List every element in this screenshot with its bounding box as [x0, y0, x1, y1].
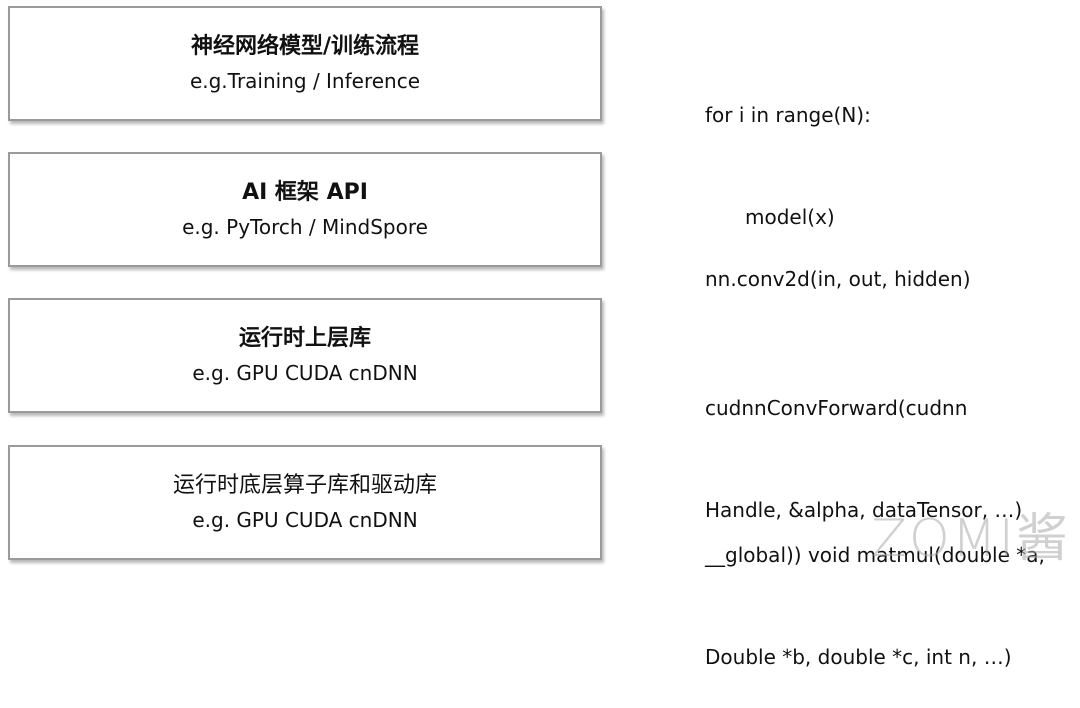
layer-subtitle: e.g. GPU CUDA cnDNN [192, 507, 418, 532]
layer-title: AI 框架 API [242, 179, 368, 205]
code-snippet-runtime-upper-library: cudnnConvForward(cudnn Handle, &alpha, d… [705, 323, 1022, 561]
code-snippet-ai-framework-api: nn.conv2d(in, out, hidden) [705, 194, 971, 330]
code-snippet-model-training: for i in range(N): model(x) [705, 30, 871, 268]
code-line: for i in range(N): [705, 103, 871, 127]
layer-subtitle: e.g. PyTorch / MindSpore [182, 214, 428, 239]
code-line: nn.conv2d(in, out, hidden) [705, 267, 971, 291]
layer-subtitle: e.g.Training / Inference [189, 68, 421, 93]
layer-box-ai-framework-api: AI 框架 API e.g. PyTorch / MindSpore [8, 152, 602, 267]
code-line: Double *b, double *c, int n, …) [705, 645, 1012, 669]
watermark-logo: ZOMI酱 [871, 509, 1070, 569]
code-line: Handle, &alpha, dataTensor, …) [705, 498, 1023, 522]
code-line: __global)) void matmul(double *a, [705, 543, 1045, 567]
layer-box-runtime-upper-library: 运行时上层库 e.g. GPU CUDA cnDNN [8, 298, 602, 413]
code-line: model(x) [745, 205, 835, 229]
layer-subtitle: e.g. GPU CUDA cnDNN [192, 360, 418, 385]
layer-title: 神经网络模型/训练流程 [190, 33, 420, 59]
code-line: cudnnConvForward(cudnn [705, 396, 968, 420]
layer-box-runtime-lower-library: 运行时底层算子库和驱动库 e.g. GPU CUDA cnDNN [8, 445, 602, 560]
layer-title: 运行时上层库 [238, 325, 371, 351]
layer-title: 运行时底层算子库和驱动库 [172, 472, 437, 498]
layer-box-model-training: 神经网络模型/训练流程 e.g.Training / Inference [8, 6, 602, 121]
